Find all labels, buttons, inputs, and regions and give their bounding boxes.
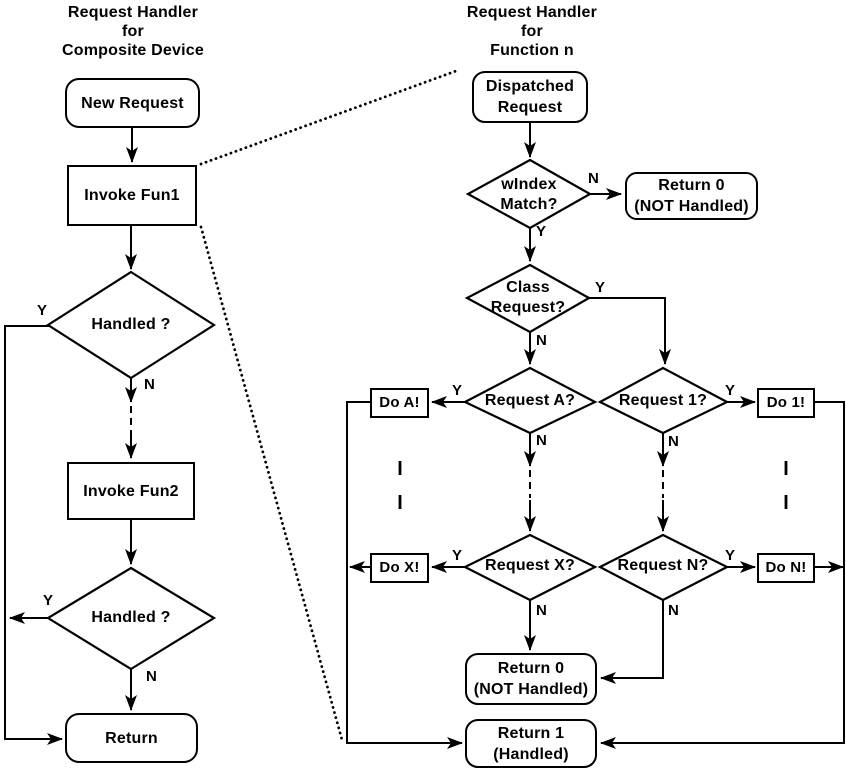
arrow-requestn-n-to-return0 (600, 600, 664, 684)
rail-do1-to-return1 (600, 401, 845, 749)
right-title-line1: Request Handler (466, 4, 598, 21)
diamond-request-a (462, 366, 598, 435)
label-handled2-y: Y (43, 592, 54, 609)
diamond-handled2 (45, 566, 217, 671)
label-request-a-y: Y (452, 382, 463, 399)
node-invoke-fun2-label: Invoke Fun2 (83, 482, 179, 500)
node-handled2-label: Handled ? (91, 609, 171, 626)
node-handled1-label: Handled ? (91, 316, 171, 333)
node-return1-line2: (Handled) (493, 745, 569, 763)
node-class-line2: Request? (490, 299, 566, 316)
node-request-1-label: Request 1? (618, 392, 708, 409)
node-do-x: Do X! (370, 553, 429, 583)
diamond-request-x (462, 533, 598, 602)
right-title-line2: for (521, 23, 543, 40)
node-windex-label: wIndex Match? (500, 175, 557, 215)
diamond-class-request (464, 263, 592, 334)
left-title-line1: Request Handler (67, 4, 199, 21)
node-return0-bottom-line2: (NOT Handled) (473, 681, 589, 698)
label-handled1-n: N (144, 376, 155, 393)
node-do-n: Do N! (757, 553, 815, 583)
node-return: Return (65, 713, 198, 763)
left-chart-title: Request Handler for Composite Device (33, 3, 233, 60)
node-class-line1: Class (506, 279, 550, 296)
node-return0-top-line2: (NOT Handled) (634, 198, 749, 215)
left-title-line3: Composite Device (62, 42, 204, 59)
node-dispatched-line2: Request (497, 99, 563, 116)
diamond-handled1 (45, 270, 217, 380)
label-request-1-y: Y (725, 382, 736, 399)
node-request-n-label: Request N? (617, 557, 709, 574)
label-request-x-n: N (536, 602, 547, 619)
node-do-x-label: Do X! (379, 559, 420, 576)
label-windex-y: Y (536, 223, 547, 240)
diamond-request-1 (597, 366, 730, 435)
node-do-n-label: Do N! (765, 559, 807, 576)
dotted-link-bottom (199, 225, 344, 742)
label-request-x-y: Y (452, 547, 463, 564)
node-invoke-fun2: Invoke Fun2 (67, 462, 195, 520)
node-return0-top-line1: Return 0 (658, 177, 725, 194)
node-request-x-label: Request X? (484, 557, 576, 574)
node-do-a: Do A! (370, 388, 429, 418)
rail-handled1-y-to-return (4, 325, 63, 745)
diamond-windex-match (465, 158, 593, 230)
node-invoke-fun1: Invoke Fun1 (67, 165, 197, 226)
arrow-class-y-to-request1 (589, 297, 671, 365)
node-do-1: Do 1! (757, 388, 815, 418)
label-request-1-n: N (668, 433, 679, 450)
node-return0-top: Return 0 (NOT Handled) (625, 172, 758, 220)
node-dispatched-line1: Dispatched (485, 78, 575, 95)
label-handled1-y: Y (37, 302, 48, 319)
node-windex-line2: Match? (500, 196, 558, 213)
node-new-request: New Request (65, 78, 200, 128)
label-request-n-y: Y (725, 547, 736, 564)
label-request-n-n: N (668, 602, 679, 619)
node-return1: Return 1 (Handled) (465, 719, 597, 768)
node-return-label: Return (105, 729, 158, 747)
node-windex-line1: wIndex (501, 176, 557, 193)
node-new-request-label: New Request (81, 94, 184, 112)
label-windex-n: N (588, 170, 599, 187)
label-class-y: Y (595, 279, 606, 296)
right-title-line3: Function n (490, 42, 574, 59)
label-request-a-n: N (536, 432, 547, 449)
diamond-request-n (597, 533, 730, 602)
right-chart-title: Request Handler for Function n (432, 3, 632, 60)
node-return1-line1: Return 1 (497, 724, 565, 742)
label-handled2-n: N (146, 668, 157, 685)
node-invoke-fun1-label: Invoke Fun1 (84, 187, 180, 204)
node-return0-bottom: Return 0 (NOT Handled) (465, 653, 597, 705)
node-do-1-label: Do 1! (766, 394, 806, 411)
left-title-line2: for (122, 23, 144, 40)
node-return0-bottom-line1: Return 0 (497, 660, 565, 677)
node-request-a-label: Request A? (484, 392, 576, 409)
rail-doa-to-return1 (346, 401, 463, 749)
dotted-link-top (199, 69, 458, 166)
node-dispatched-request: Dispatched Request (472, 71, 588, 123)
node-class-request-label: Class Request? (491, 278, 566, 318)
label-class-n: N (536, 332, 547, 349)
node-do-a-label: Do A! (379, 394, 420, 411)
